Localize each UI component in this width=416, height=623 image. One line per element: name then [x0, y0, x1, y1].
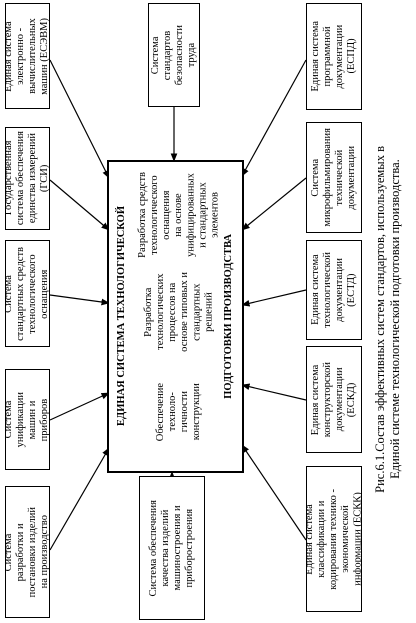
box-estd: Единая система технологической документа… [306, 240, 362, 340]
central-title-line1: ЕДИНАЯ СИСТЕМА ТЕХНОЛОГИЧЕСКОЙ [112, 162, 132, 471]
box-espd-label: Единая система программной документации … [309, 21, 358, 92]
box-gsi: Государственная система обеспечения един… [5, 127, 50, 230]
box-product-development: Система разработки и постановки изделий … [5, 486, 50, 618]
central-system-box: ЕДИНАЯ СИСТЕМА ТЕХНОЛОГИЧЕСКОЙ Обеспечен… [107, 160, 244, 473]
box-eskk-label: Единая система классификации и кодирован… [306, 488, 362, 590]
arrow-ecvm [49, 59, 110, 179]
box-ssbt-label: Система стандартов безопасности труда [149, 24, 198, 86]
box-eskd: Единая система конструкторской документа… [306, 346, 362, 453]
central-item-manufacturability-text: Обеспечение техноло- гичности конструкци… [154, 382, 203, 442]
central-item-tooling-text: Разработка средств технологического осна… [136, 171, 221, 258]
central-item-tooling: Разработка средств технологического осна… [135, 162, 223, 267]
box-microfilming-label: Система микрофильмирования технической д… [309, 128, 358, 227]
central-title-line2: ПОДГОТОВКИ ПРОИЗВОДСТВА [219, 162, 239, 471]
box-standard-tooling: Система стандартных средств технологичес… [5, 240, 50, 347]
arrow-sum [49, 392, 110, 421]
central-title-line1-text: ЕДИНАЯ СИСТЕМА ТЕХНОЛОГИЧЕСКОЙ [115, 206, 127, 427]
arrow-eskd [241, 383, 307, 401]
figure-caption: Рис.6.1.Состав эффективных систем станда… [362, 20, 414, 618]
figure-caption-text: Рис.6.1.Состав эффективных систем станда… [373, 145, 402, 493]
box-quality-assurance: Система обеспечения качества изделий маш… [139, 476, 205, 620]
arrow-srp [49, 447, 110, 551]
central-item-processes-text: Разработка технологических процессов на … [142, 272, 215, 352]
arrow-gsi [49, 179, 110, 231]
box-estd-label: Единая система технологической документа… [309, 252, 358, 328]
box-standard-tooling-label: Система стандартных средств технологичес… [5, 246, 50, 341]
box-eskd-label: Единая система конструкторской документа… [309, 361, 358, 438]
box-unification: Система унификации машин и приборов [5, 369, 50, 470]
central-item-processes: Разработка технологических процессов на … [135, 262, 223, 362]
box-ssbt: Система стандартов безопасности труда [148, 3, 200, 107]
arrow-smf [241, 177, 307, 231]
box-product-development-label: Система разработки и постановки изделий … [5, 506, 50, 598]
arrow-espd [241, 59, 307, 177]
central-item-manufacturability: Обеспечение техноло- гичности конструкци… [135, 352, 223, 472]
central-title-line2-text: ПОДГОТОВКИ ПРОИЗВОДСТВА [222, 234, 234, 399]
arrow-ssto [49, 294, 110, 306]
box-eskk: Единая система классификации и кодирован… [306, 466, 362, 612]
box-espd: Единая система программной документации … [306, 3, 362, 110]
arrow-estd [241, 289, 307, 307]
box-quality-assurance-label: Система обеспечения качества изделий маш… [147, 499, 196, 597]
arrow-eskk [241, 444, 307, 541]
box-esevm-label: Единая система электронно - вычислительн… [5, 17, 50, 95]
box-esevm: Единая система электронно - вычислительн… [5, 3, 50, 109]
box-gsi-label: Государственная система обеспечения един… [5, 131, 50, 226]
box-microfilming: Система микрофильмирования технической д… [306, 122, 362, 233]
box-unification-label: Система унификации машин и приборов [5, 391, 50, 448]
